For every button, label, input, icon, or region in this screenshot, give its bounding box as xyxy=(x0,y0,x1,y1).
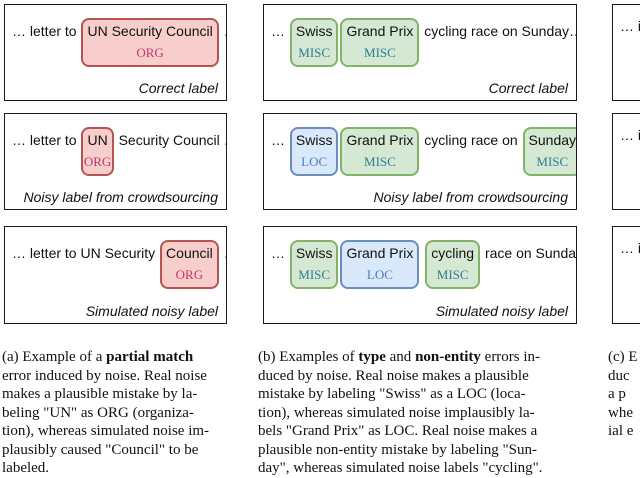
caption-text: errors in- duced by noise. Real noise ma… xyxy=(258,349,543,476)
sentence-text: … xyxy=(271,245,289,261)
sentence-text: race on Sunday… xyxy=(484,245,577,261)
example-sentence: … letter to UN ORG Security Council … xyxy=(5,114,226,176)
sentence-text: … i xyxy=(620,18,640,34)
caption-text: (a) Example of a xyxy=(2,349,107,365)
entity-token-text: Sunday xyxy=(528,132,577,148)
sentence-text: … letter to UN Security xyxy=(12,245,160,261)
entity-type-label: LOC xyxy=(366,267,393,282)
entity-token-text: Grand Prix xyxy=(346,132,414,148)
sentence-text: … xyxy=(271,23,289,39)
caption-text: error induced by noise. Real noise makes… xyxy=(2,367,210,476)
sentence-text xyxy=(420,245,424,261)
sentence-text: cycling race on Sunday… xyxy=(420,23,577,39)
entity-token-text: Swiss xyxy=(295,245,333,261)
sentence-text: … letter to xyxy=(12,132,81,148)
entity-type-label: ORG xyxy=(175,267,204,282)
entity-type-label: LOC xyxy=(301,154,328,169)
entity-token-text: Council xyxy=(166,245,213,261)
panel-caption: Noisy label from crowdsourcing xyxy=(373,189,568,205)
entity-type-label: MISC xyxy=(364,154,396,169)
panel-caption: Correct label xyxy=(138,80,218,96)
sentence-text: … i xyxy=(620,127,640,143)
subcaption-a: (a) Example of a partial match error ind… xyxy=(2,348,240,478)
panel-caption: Correct label xyxy=(488,80,568,96)
panel-c-correct: … i xyxy=(612,4,640,101)
sentence-text: Security Council … xyxy=(114,132,227,148)
caption-bold-text: partial match xyxy=(106,349,194,365)
sentence-text: … letter to xyxy=(12,23,81,39)
entity-token-text: Swiss xyxy=(295,23,333,39)
example-sentence: … i xyxy=(613,5,640,34)
sentence-text: … i xyxy=(620,240,640,256)
example-sentence: … i xyxy=(613,114,640,143)
entity-type-label: MISC xyxy=(298,45,331,60)
panel-a-crowdsourced: … letter to UN ORG Security Council … Noi… xyxy=(4,113,227,210)
panel-c-simulated: … i xyxy=(612,226,640,324)
entity-type-label: ORG xyxy=(136,45,164,60)
panel-c-crowdsourced: … i xyxy=(612,113,640,210)
entity-type-label: MISC xyxy=(536,154,569,169)
sentence-text: … xyxy=(220,23,226,39)
entity-token-text: Swiss xyxy=(295,132,333,148)
example-sentence: … i xyxy=(613,227,640,256)
panel-caption: Noisy label from crowdsourcing xyxy=(23,189,218,205)
entity-type-label: ORG xyxy=(83,154,112,169)
caption-bold-text: type xyxy=(358,349,386,365)
entity-token-text: Grand Prix xyxy=(346,245,414,261)
sentence-text: … xyxy=(220,245,226,261)
sentence-text: … xyxy=(271,132,289,148)
subcaption-c: (c) E duc a p whe ial e xyxy=(608,348,640,441)
entity-token-text: Grand Prix xyxy=(346,23,414,39)
entity-type-label: MISC xyxy=(364,45,396,60)
caption-text: (c) E duc a p whe ial e xyxy=(608,349,638,439)
entity-token-text: UN Security Council xyxy=(87,23,213,39)
panel-caption: Simulated noisy label xyxy=(435,303,568,319)
entity-type-label: MISC xyxy=(436,267,469,282)
sentence-text: cycling race on xyxy=(420,132,522,148)
panel-caption: Simulated noisy label xyxy=(85,303,218,319)
caption-text: (b) Examples of xyxy=(258,349,359,365)
caption-text: and xyxy=(385,349,416,365)
caption-bold-text: non-entity xyxy=(415,349,481,365)
entity-token-text: UN xyxy=(87,132,108,148)
entity-chip-org: UN ORG xyxy=(81,127,114,176)
subcaption-b: (b) Examples of type and non-entity erro… xyxy=(258,348,582,478)
entity-token-text: cycling xyxy=(431,245,475,261)
entity-type-label: MISC xyxy=(298,267,331,282)
